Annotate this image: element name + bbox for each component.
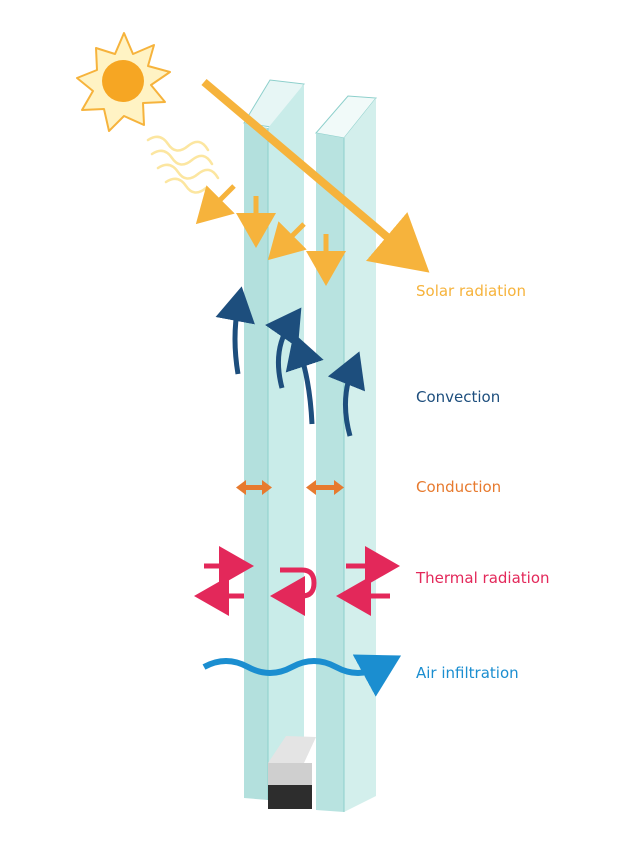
sun-icon: [76, 32, 171, 132]
convection-arrow-3: [285, 333, 324, 425]
air-infiltration-arrow: [202, 654, 402, 697]
spacer-seal: [268, 763, 312, 785]
conduction-arrow-right: [306, 480, 344, 495]
pane-right-front: [316, 133, 344, 812]
glass-pane-right: [315, 95, 377, 812]
convection-arrow-1: [215, 286, 255, 375]
solar-main-arrow: [201, 78, 430, 273]
label-convection: Convection: [416, 388, 501, 406]
solar-reflect-arrow: [195, 184, 236, 225]
thermal-radiation-arrows: [194, 546, 400, 616]
convection-arrows: [215, 286, 366, 437]
label-thermal-radiation: Thermal radiation: [416, 569, 550, 587]
label-solar-radiation: Solar radiation: [416, 282, 526, 300]
glass-pane-left: [243, 79, 305, 800]
conduction-arrows: [236, 480, 344, 495]
solar-radiation-arrows: [195, 78, 430, 286]
pane-right-side: [344, 98, 376, 812]
thermal-arrow-loop: [270, 567, 317, 616]
pane-left-side: [268, 84, 304, 800]
convection-arrow-2: [265, 307, 302, 389]
conduction-arrow-left: [236, 480, 272, 495]
convection-arrow-4: [327, 351, 366, 437]
label-conduction: Conduction: [416, 478, 502, 496]
spacer-base: [268, 785, 312, 809]
solar-diag-arrow: [267, 221, 307, 261]
label-air-infiltration: Air infiltration: [416, 664, 519, 682]
heat-waves-icon: [146, 135, 220, 194]
spacer-bar: [268, 736, 316, 809]
